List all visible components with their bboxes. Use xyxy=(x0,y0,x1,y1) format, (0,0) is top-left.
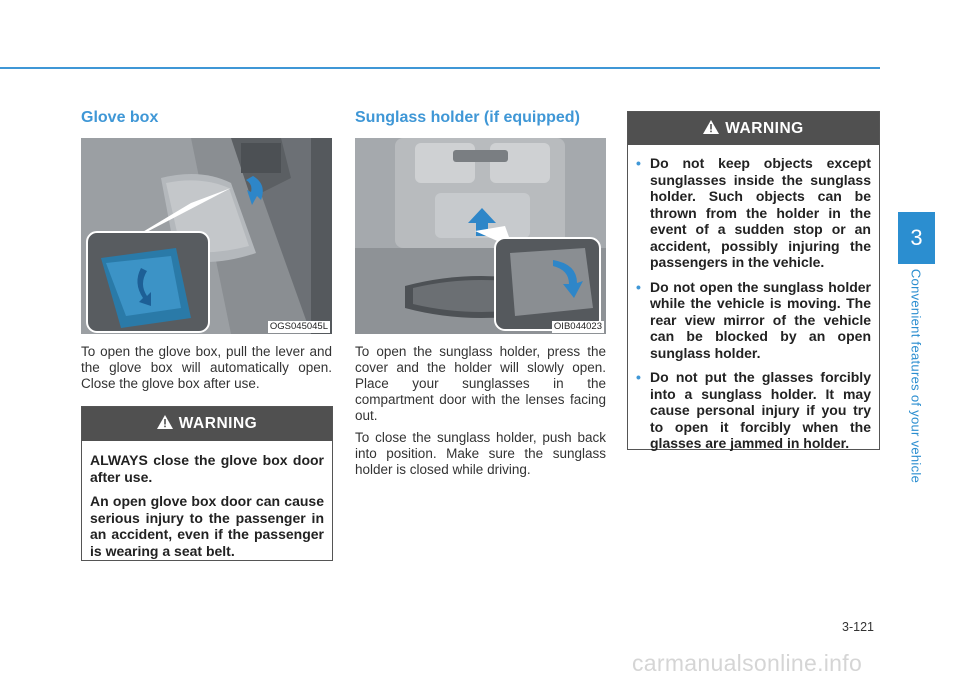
sunglass-holder-heading: Sunglass holder (if equipped) xyxy=(355,109,580,126)
warning-title: WARNING xyxy=(178,415,258,432)
warning-body: ALWAYS close the glove box door after us… xyxy=(82,441,332,559)
warning-paragraph: ALWAYS close the glove box door after us… xyxy=(90,452,324,485)
glove-box-photo: OGS045045L xyxy=(81,138,332,334)
sunglass-holder-body-1: To open the sunglass holder, press the c… xyxy=(355,344,606,423)
chapter-tab: 3 xyxy=(898,212,935,264)
page-number: 3-121 xyxy=(842,620,874,634)
glove-box-warning: WARNING ALWAYS close the glove box door … xyxy=(81,406,333,561)
warning-triangle-icon xyxy=(703,113,720,146)
bullet-dot-icon: • xyxy=(636,155,641,171)
top-rule xyxy=(0,67,880,69)
bullet-dot-icon: • xyxy=(636,369,641,385)
warning-header: WARNING xyxy=(628,112,879,145)
glove-box-image-code: OGS045045L xyxy=(267,321,330,333)
warning-bullet: • Do not put the glasses forcibly into a … xyxy=(636,369,871,452)
glove-box-heading: Glove box xyxy=(81,109,159,126)
warning-title: WARNING xyxy=(725,120,804,137)
chapter-title: Convenient features of your vehicle xyxy=(908,268,924,484)
warning-bullet: • Do not keep objects except sunglasses i… xyxy=(636,155,871,271)
warning-bullet: • Do not open the sunglass holder while t… xyxy=(636,279,871,362)
bullet-dot-icon: • xyxy=(636,278,641,295)
sunglass-holder-warning: WARNING • Do not keep objects except sung… xyxy=(627,111,880,452)
warning-body: • Do not keep objects except sunglasses i… xyxy=(628,145,879,452)
sunglass-holder-body-2: To close the sunglass holder, push back … xyxy=(355,430,606,477)
warning-header: WARNING xyxy=(82,407,332,441)
warning-bullet-text: Do not keep objects except sunglasses in… xyxy=(650,155,871,270)
footer-watermark: carmanualsonline.info xyxy=(632,650,863,676)
warning-bullet-text: Do not open the sunglass holder while th… xyxy=(650,278,871,361)
warning-bullet-text: Do not put the glasses forcibly into a s… xyxy=(650,369,871,451)
sunglass-holder-photo: OIB044023 xyxy=(355,138,606,334)
sunglass-holder-image-code: OIB044023 xyxy=(551,321,604,333)
warning-paragraph: An open glove box door can cause serious… xyxy=(90,493,324,559)
warning-triangle-icon xyxy=(156,408,173,442)
glove-box-body: To open the glove box, pull the lever an… xyxy=(81,344,332,391)
